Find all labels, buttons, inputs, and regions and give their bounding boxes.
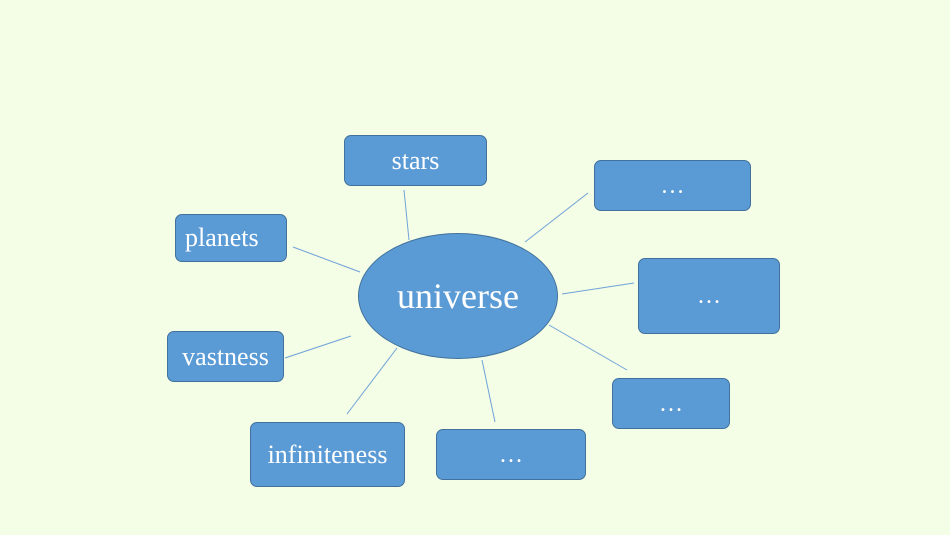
node-extra-3-label: …	[659, 390, 683, 417]
node-extra-1-label: …	[660, 172, 685, 199]
node-infiniteness: infiniteness	[250, 422, 405, 487]
connector-extra-4	[481, 359, 496, 423]
node-vastness-label: vastness	[182, 341, 269, 371]
node-vastness: vastness	[167, 331, 284, 382]
node-infiniteness-label: infiniteness	[267, 439, 388, 469]
connector-extra-3	[548, 324, 628, 371]
connector-vastness	[284, 335, 352, 359]
connector-extra-1	[524, 192, 589, 243]
node-extra-3: …	[612, 378, 730, 429]
node-extra-2-label: …	[697, 283, 721, 309]
connector-stars	[403, 189, 410, 241]
center-node-label: universe	[397, 276, 519, 316]
node-extra-1: …	[594, 160, 751, 211]
node-extra-2: …	[638, 258, 780, 334]
connector-planets	[292, 246, 361, 273]
node-stars: stars	[344, 135, 487, 186]
node-planets-label: planets	[185, 223, 259, 252]
connector-extra-2	[561, 282, 635, 295]
node-extra-4-label: …	[499, 441, 523, 468]
center-node-universe: universe	[358, 233, 558, 359]
node-extra-4: …	[436, 429, 586, 480]
node-stars-label: stars	[391, 145, 440, 175]
node-planets: planets	[175, 214, 287, 262]
connector-infiniteness	[346, 347, 398, 415]
